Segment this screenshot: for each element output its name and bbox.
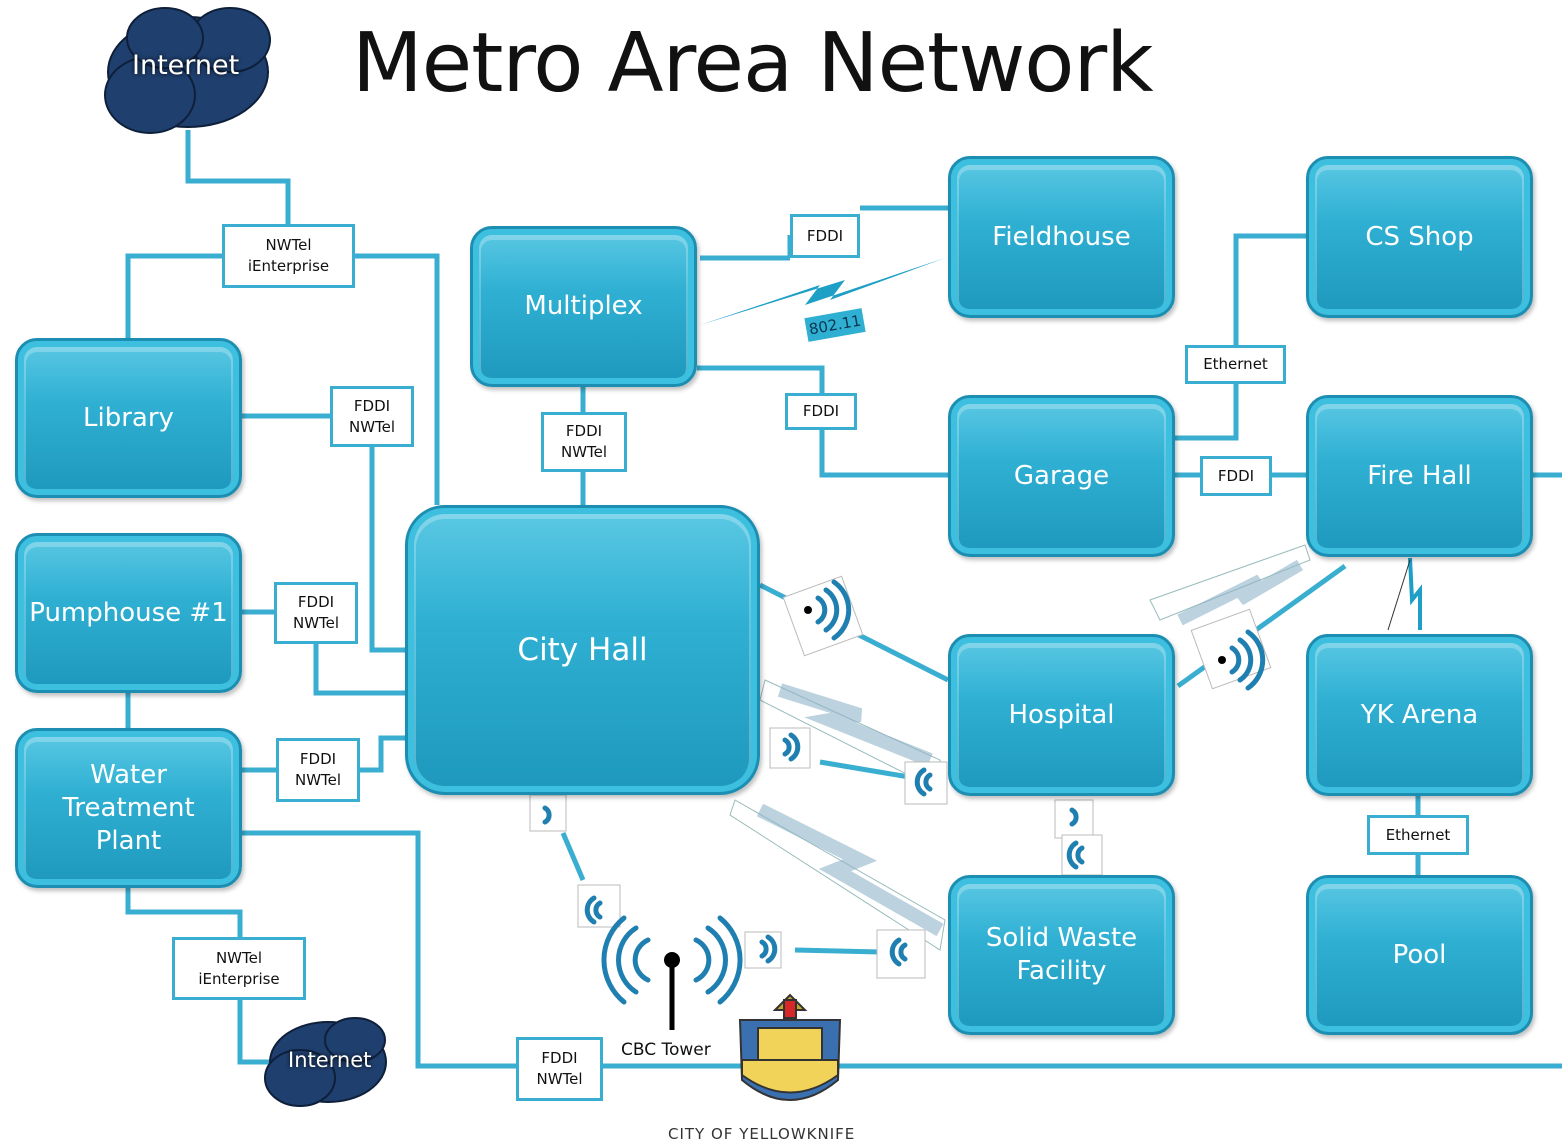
- link-fddi-nwtel-bottom: FDDI NWTel: [516, 1037, 603, 1101]
- link-fddi-garage-firehall: FDDI: [1200, 456, 1272, 496]
- node-garage[interactable]: Garage: [948, 395, 1175, 557]
- link-fddi-multiplex-fieldhouse: FDDI: [790, 214, 860, 258]
- page-title: Metro Area Network: [352, 16, 1154, 111]
- node-water-treatment-plant[interactable]: Water Treatment Plant: [15, 728, 242, 888]
- link-fddi-nwtel-multiplex-cityhall: FDDI NWTel: [541, 412, 627, 472]
- node-solid-waste-facility[interactable]: Solid Waste Facility: [948, 875, 1175, 1035]
- link-nwtel-ienterprise-bottom: NWTel iEnterprise: [172, 937, 306, 1000]
- internet-cloud-bottom-label: Internet: [288, 1048, 372, 1072]
- node-cs-shop[interactable]: CS Shop: [1306, 156, 1533, 318]
- link-fddi-nwtel-water-plant: FDDI NWTel: [276, 738, 360, 802]
- footer-city-name: CITY OF YELLOWKNIFE: [668, 1125, 856, 1143]
- link-fddi-multiplex-garage: FDDI: [785, 393, 857, 430]
- cbc-tower-label: CBC Tower: [621, 1040, 711, 1060]
- city-crest: [738, 993, 842, 1101]
- node-yk-arena[interactable]: YK Arena: [1306, 634, 1533, 796]
- link-fddi-nwtel-library: FDDI NWTel: [330, 386, 414, 447]
- node-city-hall[interactable]: City Hall: [405, 505, 760, 795]
- link-fddi-nwtel-pumphouse: FDDI NWTel: [274, 582, 358, 644]
- node-fire-hall[interactable]: Fire Hall: [1306, 395, 1533, 557]
- node-fieldhouse[interactable]: Fieldhouse: [948, 156, 1175, 318]
- cloud-top: [104, 7, 271, 134]
- node-library[interactable]: Library: [15, 338, 242, 498]
- node-multiplex[interactable]: Multiplex: [470, 226, 697, 387]
- internet-cloud-top-label: Internet: [132, 50, 240, 81]
- link-ethernet-cs-shop: Ethernet: [1185, 345, 1286, 384]
- link-ethernet-arena-pool: Ethernet: [1367, 815, 1469, 855]
- node-pool[interactable]: Pool: [1306, 875, 1533, 1035]
- node-pumphouse[interactable]: Pumphouse #1: [15, 533, 242, 693]
- link-nwtel-ienterprise-top: NWTel iEnterprise: [222, 224, 355, 288]
- node-hospital[interactable]: Hospital: [948, 634, 1175, 796]
- cloud-bottom: [264, 1017, 387, 1107]
